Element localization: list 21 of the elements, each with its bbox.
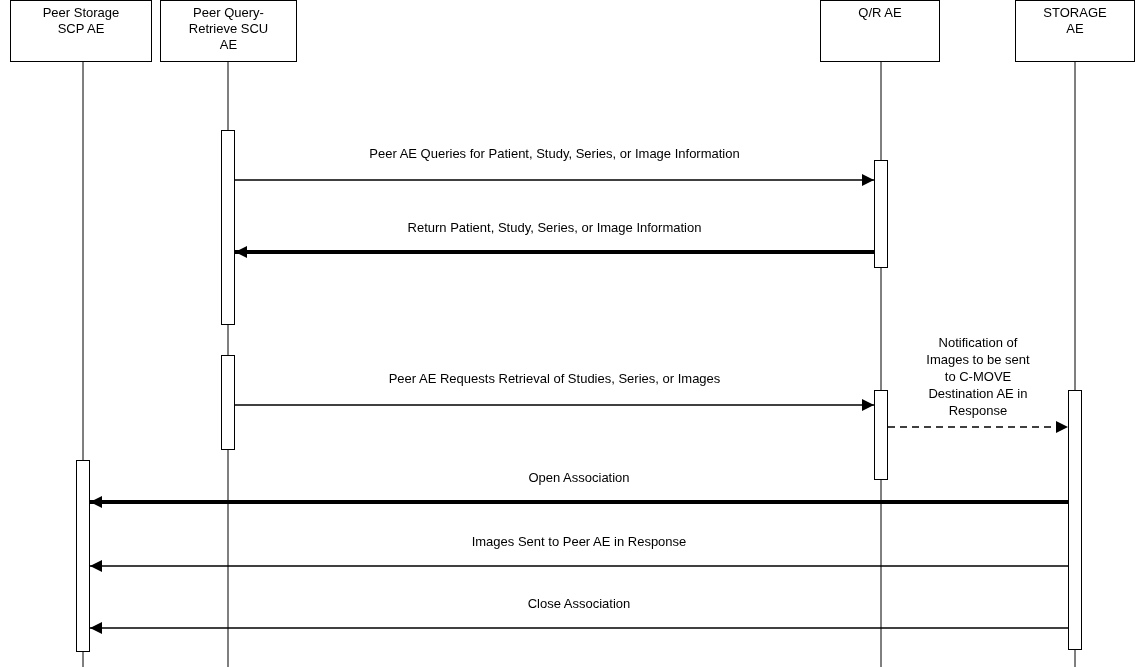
participant-name: Peer Query-Retrieve SCU AE <box>187 5 270 53</box>
arrow <box>234 399 875 411</box>
lifeline-header <box>1015 0 1135 62</box>
participant-name: STORAGE AE <box>1042 5 1108 37</box>
activation-bar <box>874 160 888 268</box>
arrow <box>887 421 1069 433</box>
activation-bar <box>221 130 235 325</box>
lifeline-header <box>160 0 297 62</box>
arrow <box>234 174 875 186</box>
arrow <box>89 622 1069 634</box>
lifeline-header <box>10 0 152 62</box>
activation-bar <box>874 390 888 480</box>
activation-bar <box>76 460 90 652</box>
arrow <box>89 560 1069 572</box>
participant-name: Q/R AE <box>858 5 902 21</box>
participant-name: Peer Storage SCP AE <box>41 5 121 37</box>
arrow <box>235 246 874 258</box>
arrow <box>90 496 1068 508</box>
lifeline-header <box>820 0 940 62</box>
activation-bar <box>221 355 235 450</box>
activation-bar <box>1068 390 1082 650</box>
